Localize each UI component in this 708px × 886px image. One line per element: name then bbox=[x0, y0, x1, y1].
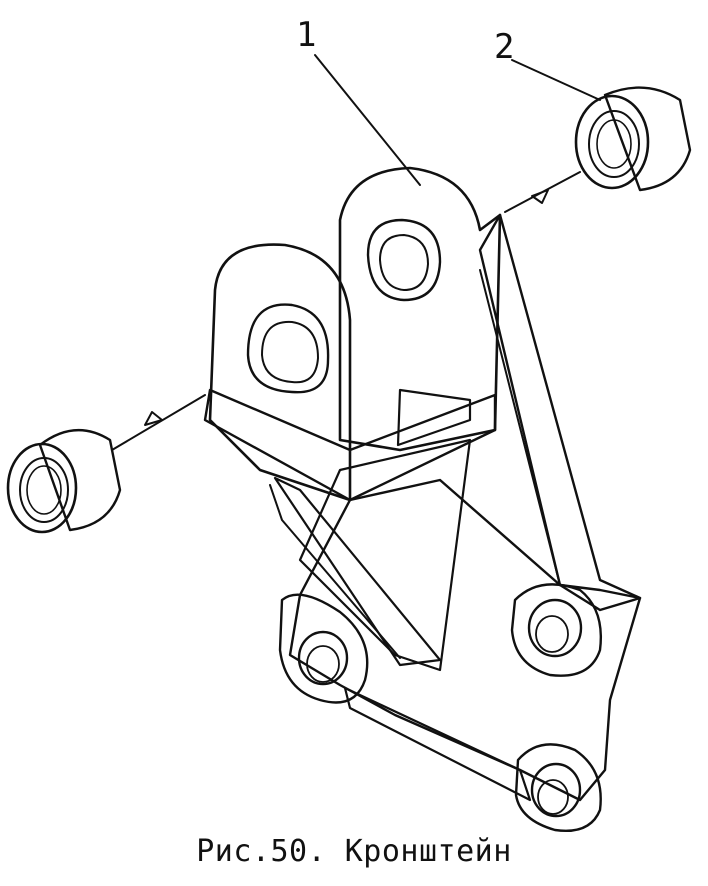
assembly-arrow-left bbox=[111, 394, 206, 451]
left-lug bbox=[208, 243, 352, 502]
callout-number-2: 2 bbox=[494, 27, 515, 67]
inner-rib bbox=[273, 476, 442, 667]
bracket-body bbox=[203, 166, 642, 832]
base-plate bbox=[288, 478, 642, 802]
mounting-boss-left bbox=[278, 593, 369, 704]
right-lug bbox=[338, 166, 502, 452]
leader-line-1 bbox=[314, 54, 421, 186]
assembly-arrow-right bbox=[504, 171, 581, 213]
mounting-boss-bottom bbox=[514, 743, 602, 832]
mounting-boss-right bbox=[510, 583, 602, 677]
callout-number-1: 1 bbox=[296, 15, 317, 55]
needle-bearing-right bbox=[574, 86, 692, 192]
needle-bearing-left bbox=[6, 428, 122, 534]
diagonal-strut bbox=[478, 213, 642, 612]
leader-line-2 bbox=[511, 59, 601, 101]
figure-caption: Рис.50. Кронштейн bbox=[196, 834, 512, 869]
base-plate-front-edge bbox=[343, 686, 532, 802]
